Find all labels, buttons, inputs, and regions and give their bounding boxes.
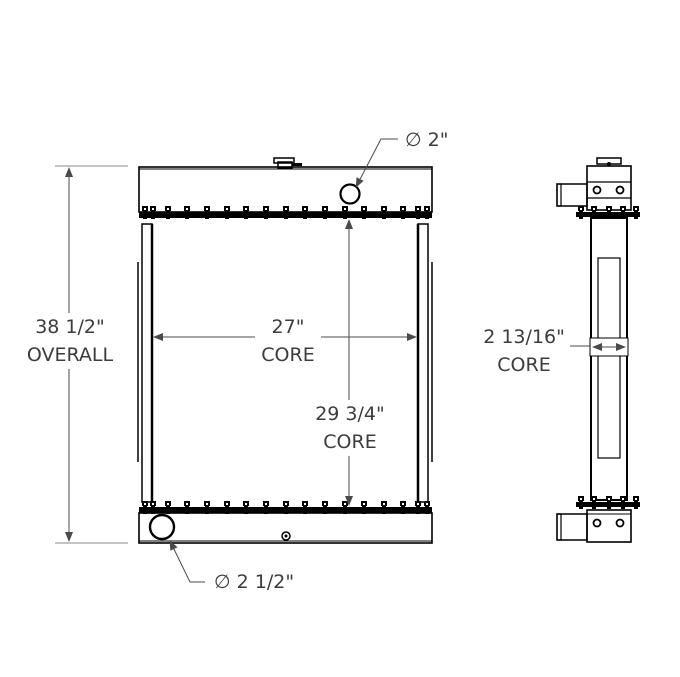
- core-height-label: 29 3/4" CORE: [308, 400, 392, 456]
- core-width-label: 27" CORE: [255, 313, 321, 369]
- filler-cap-icon: [273, 157, 302, 169]
- side-view: [556, 157, 640, 543]
- inlet-diameter-value: 2": [427, 129, 449, 151]
- core-width-value: 27": [271, 316, 305, 338]
- inlet-diameter-label: ∅ 2": [405, 126, 449, 154]
- core-depth-caption: CORE: [497, 354, 551, 376]
- overall-height-value: 38 1/2": [35, 316, 105, 338]
- overall-height-label: 38 1/2" OVERALL: [14, 313, 126, 369]
- outlet-port-icon: [148, 513, 176, 541]
- core-depth-value: 2 13/16": [483, 326, 565, 348]
- inlet-port-icon: [339, 183, 361, 205]
- core-depth-label: 2 13/16" CORE: [478, 323, 570, 379]
- core-height-caption: CORE: [323, 431, 377, 453]
- outlet-diameter-label: ∅ 2 1/2": [214, 568, 295, 596]
- diameter-symbol-icon: ∅: [214, 571, 231, 593]
- overall-height-caption: OVERALL: [26, 344, 114, 366]
- core-height-value: 29 3/4": [315, 403, 385, 425]
- core-width-caption: CORE: [261, 344, 315, 366]
- front-view: [55, 138, 433, 583]
- outlet-diameter-value: 2 1/2": [236, 571, 295, 593]
- diameter-symbol-icon: ∅: [405, 129, 422, 151]
- drain-plug-icon: [281, 531, 291, 541]
